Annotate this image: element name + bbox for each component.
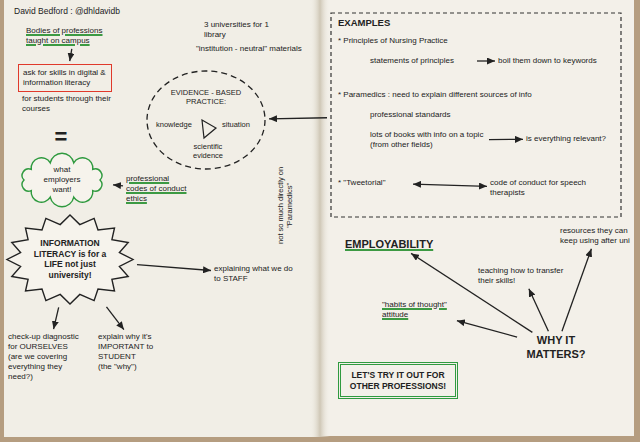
text-block: * "Tweetorial" (338, 178, 410, 188)
node-text: scientific evidence (182, 142, 234, 161)
triangle-symbol (202, 120, 216, 138)
starburst-outline (7, 215, 133, 304)
node-text: explain why it's IMPORTANT to STUDENT (98, 332, 184, 362)
arrow-connector (529, 289, 549, 332)
node-text: ask for skills in digital & information … (18, 64, 112, 92)
text-block: explaining what we do to STAFF (214, 264, 296, 284)
arrow-connector (113, 184, 123, 186)
node-text: EXAMPLES (338, 17, 390, 29)
node-text: * Paramedics : need to explain different… (338, 90, 614, 100)
starburst-shape: INFORMATION LITERACY is for a LIFE not j… (6, 214, 134, 305)
node-text: teaching how to transfer their skills! (478, 266, 568, 286)
node-text: * Principles of Nursing Practice (338, 36, 448, 46)
node-text: (the "why") (98, 362, 184, 372)
red-box: ask for skills in digital & information … (18, 64, 112, 114)
arrow-connector (489, 139, 523, 141)
node-text: explaining what we do to STAFF (214, 264, 296, 284)
node-text: for students through their courses (18, 94, 112, 114)
node-text: situation (222, 120, 250, 129)
node-text: statements of principles (370, 56, 474, 66)
cloud-bubble: what employers want! (14, 154, 110, 206)
arrow-connector (413, 184, 487, 186)
arrow-connector (54, 307, 59, 329)
arrow-connector (269, 118, 327, 119)
node-text: resources they can keep using after uni (560, 226, 632, 246)
text-block: boil them down to keywords (498, 56, 610, 66)
arrow-connector (457, 321, 517, 337)
node-text: is everything relevant? (526, 134, 614, 144)
arrow-connector (70, 49, 72, 61)
dashed-box-outline (331, 13, 621, 217)
author-credit: David Bedford : @dhldavidb (14, 6, 174, 17)
evidence-blob: EVIDENCE - BASED PRACTICE: knowledge situa… (146, 70, 266, 170)
text-block: Bodies of professions taught on campus (26, 26, 122, 46)
node-text: EVIDENCE - BASED PRACTICE: (162, 88, 250, 107)
heading-text: WHY IT MATTERS? (520, 334, 592, 362)
node-text: code of conduct for speech therapists (490, 178, 602, 198)
text-block: check-up diagnostic for OURSELVES(are we… (8, 332, 86, 382)
text-block: is everything relevant? (526, 134, 614, 144)
node-text: WHY IT MATTERS? (520, 334, 592, 362)
note-text: 3 universities for 1 library (204, 20, 282, 40)
heading-text: EMPLOYABILITY (345, 238, 451, 252)
text-block: "habits of thought" attitude (382, 300, 454, 320)
vertical-note: not so much directly on "Paramedics" (276, 159, 295, 251)
cloud-outline (22, 153, 102, 206)
text-block: statements of principles (370, 56, 474, 66)
text-block: resources they can keep using after uni (560, 226, 632, 246)
node-text: check-up diagnostic for OURSELVES (8, 332, 86, 352)
text-block: explain why it's IMPORTANT to STUDENT(th… (98, 332, 184, 372)
node-text: boil them down to keywords (498, 56, 610, 66)
arrow-connector (106, 307, 123, 330)
node-text: lots of books with info on a topic (370, 130, 486, 140)
node-text: EMPLOYABILITY (345, 238, 451, 252)
node-text: INFORMATION LITERACY is for a LIFE not j… (32, 238, 108, 281)
node-text: (are we covering everything they need?) (8, 352, 86, 382)
arrow-connector (411, 253, 532, 332)
note-text: "institution - neutral" materials (196, 44, 308, 54)
right-page (320, 0, 634, 436)
node-text: knowledge (156, 120, 192, 129)
arrow-connector (137, 265, 211, 271)
equals-sign: = (50, 126, 72, 148)
node-text: * "Tweetorial" (338, 178, 410, 188)
node-text: (from other fields) (370, 140, 486, 150)
arrow-connector (477, 60, 495, 61)
green-box: LET'S TRY IT OUT FOR OTHER PROFESSIONS! (338, 362, 458, 399)
text-block: lots of books with info on a topic(from … (370, 130, 486, 150)
left-page (4, 0, 320, 437)
dashed-blob-outline (147, 71, 265, 169)
arrow-connector (562, 249, 591, 331)
node-text: "habits of thought" attitude (382, 300, 454, 320)
text-block: professional codes of conduct ethics (126, 174, 188, 204)
node-text: Bodies of professions taught on campus (26, 26, 122, 46)
node-text: professional standards (370, 110, 451, 120)
examples-box: EXAMPLES * Principles of Nursing Practice… (330, 12, 622, 218)
node-text: professional codes of conduct ethics (126, 174, 188, 204)
notebook-spine (310, 0, 330, 437)
node-text: LET'S TRY IT OUT FOR OTHER PROFESSIONS! (347, 370, 449, 391)
text-block: teaching how to transfer their skills! (478, 266, 568, 286)
text-block: code of conduct for speech therapists (490, 178, 602, 198)
node-text: what employers want! (34, 165, 90, 195)
